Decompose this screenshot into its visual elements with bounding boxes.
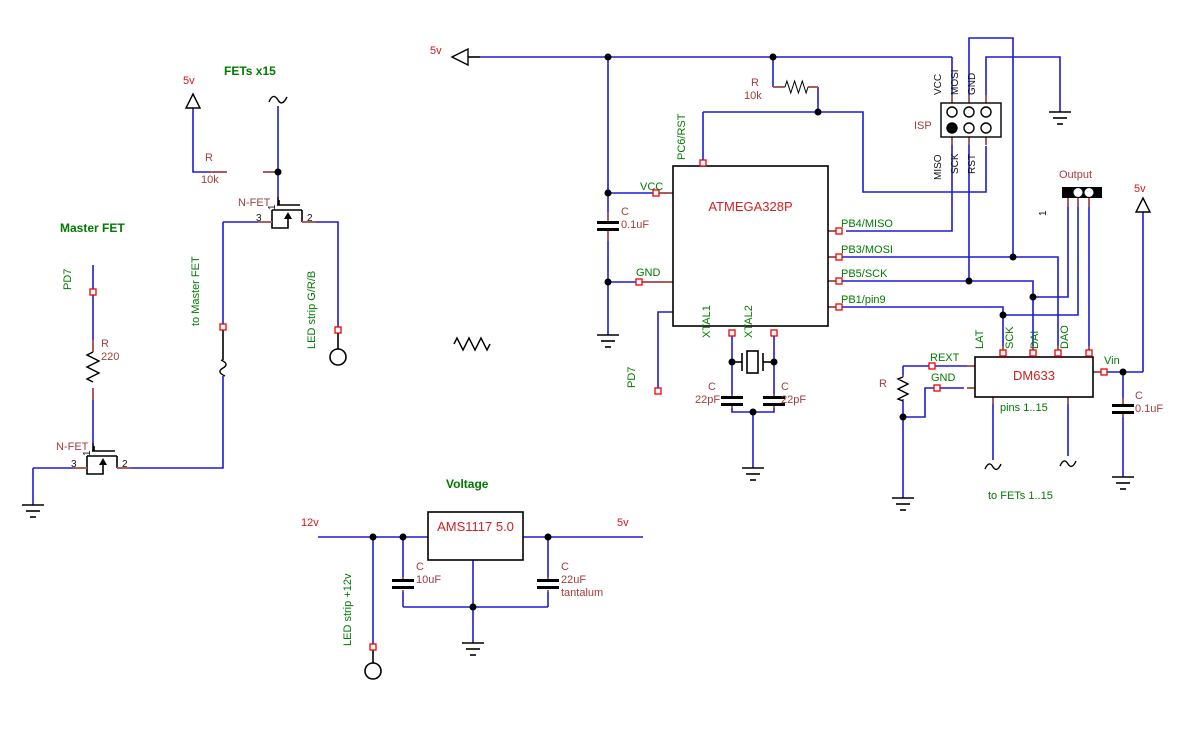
section-title-voltage: Voltage [446,477,489,491]
pin-number-3-master: 3 [71,459,77,470]
pin-label-xtal1: XTAL1 [701,305,713,338]
power-label-5v-rail: 5v [430,45,442,57]
resistor-220-gate [85,351,101,383]
connector-circle-led-12v [364,662,382,680]
note-c-out-tantalum: tantalum [561,587,604,599]
value-c-vin: 0.1uF [1135,403,1164,415]
isp-pin-mosi: MOSI [950,69,961,95]
pin-label-pb5-sck: PB5/SCK [841,268,888,280]
ref-c-out: C [561,561,569,573]
ref-r-gate: R [101,338,109,350]
net-label-to-master-fet: to Master FET [190,256,202,326]
value-c-xtal2: 22pF [781,394,807,406]
output-header [1062,187,1102,198]
pin-label-xtal2: XTAL2 [743,305,755,338]
net-label-led-strip-grb: LED strip G/R/B [306,270,318,349]
chip-label-dm633: DM633 [1013,368,1055,383]
mcu-box [672,165,829,327]
power-arrow-5v-rail [450,47,469,67]
section-title-fets: FETs x15 [224,64,276,78]
ref-r-rext: R [879,378,887,390]
value-c-in: 10uF [416,574,442,586]
ref-c-in: C [416,561,424,573]
pin-label-lat: LAT [974,329,986,349]
capacitor-10uf [392,579,414,589]
isp-header [940,102,1002,138]
resistor-10k-reset [784,80,809,94]
pin-number-2-master: 2 [122,459,128,470]
ref-r-fets: R [205,152,213,164]
ref-nfet-strip: N-FET [238,197,271,209]
pin-label-vcc: VCC [640,181,664,193]
ams1117-box [427,511,524,561]
pin-number-2-strip: 2 [307,213,313,224]
dm633-box [974,356,1094,398]
pin-label-pb3-mosi: PB3/MOSI [841,244,893,256]
ref-nfet-master: N-FET [56,441,89,453]
value-c-out: 22uF [561,574,587,586]
ref-r-reset: R [751,77,759,89]
net-label-led-strip-12v: LED strip +12v [342,573,354,646]
capacitor-22uf [537,579,559,589]
resistor-rext [896,376,910,402]
pin-label-pb1-pin9: PB1/pin9 [841,294,886,306]
value-c-vcc: 0.1uF [621,219,650,231]
power-label-5v-vin: 5v [1134,183,1146,195]
ref-c-vin: C [1135,390,1143,402]
net-anchors [89,159,1108,651]
value-r-fets: 10k [201,174,219,186]
isp-pin-vcc: VCC [933,73,944,95]
note-to-fets-1-15: to FETs 1..15 [988,490,1053,502]
power-arrow-5v-fets [184,92,202,109]
net-label-pd7-mcu: PD7 [626,366,638,388]
power-label-5v-out: 5v [617,517,629,529]
pin-label-pc6-rst: PC6/RST [676,113,688,160]
capacitor-xtal1 [721,396,743,406]
junction-dots [274,53,1127,611]
power-arrow-5v-vin [1134,196,1152,213]
pin-number-3-strip: 3 [256,213,262,224]
ref-c-xtal2: C [781,381,789,393]
wires [32,37,1144,644]
power-label-5v-fets: 5v [183,75,195,87]
pin-label-gnd: GND [636,267,661,279]
ref-c-vcc: C [621,206,629,218]
pin-label-vin: Vin [1104,355,1120,367]
pin-label-dao: DAO [1059,325,1071,349]
wire-break-marks [219,95,1077,471]
value-c-xtal1: 22pF [695,394,721,406]
isp-pin-miso: MISO [933,154,944,180]
value-r-gate: 220 [101,351,120,363]
value-r-reset: 10k [744,90,762,102]
label-isp: ISP [914,120,932,132]
chip-label-ams1117: AMS1117 5.0 [437,519,514,534]
pin-label-rext: REXT [930,352,960,364]
isp-pin-rst: RST [967,154,978,174]
capacitor-vin [1112,404,1134,414]
black-segments [222,56,480,663]
isp-pin-gnd: GND [967,72,978,95]
resistor-10k-fets [453,337,491,351]
pin-number-1-strip: 1 [267,204,278,210]
pin-label-dm-gnd: GND [931,372,956,384]
pin-label-dai: DAI [1029,330,1041,349]
chip-label-atmega328p: ATMEGA328P [708,199,793,214]
pin-label-pb4-miso: PB4/MISO [841,218,893,230]
section-title-master-fet: Master FET [60,221,125,235]
pin-label-dm-sck: SCK [1004,326,1016,349]
power-label-12v: 12v [301,517,319,529]
note-pins-1-15: pins 1..15 [1000,402,1048,414]
capacitor-vcc [597,221,619,231]
ref-c-xtal1: C [708,381,716,393]
pin-number-1-output: 1 [1038,210,1049,216]
isp-pin-sck: SCK [950,153,961,174]
connector-circle-led-grb [329,348,347,366]
crystal [732,350,774,374]
pin-number-1-master: 1 [82,450,93,456]
label-output: Output [1059,169,1093,181]
net-label-pd7-master: PD7 [62,268,74,290]
